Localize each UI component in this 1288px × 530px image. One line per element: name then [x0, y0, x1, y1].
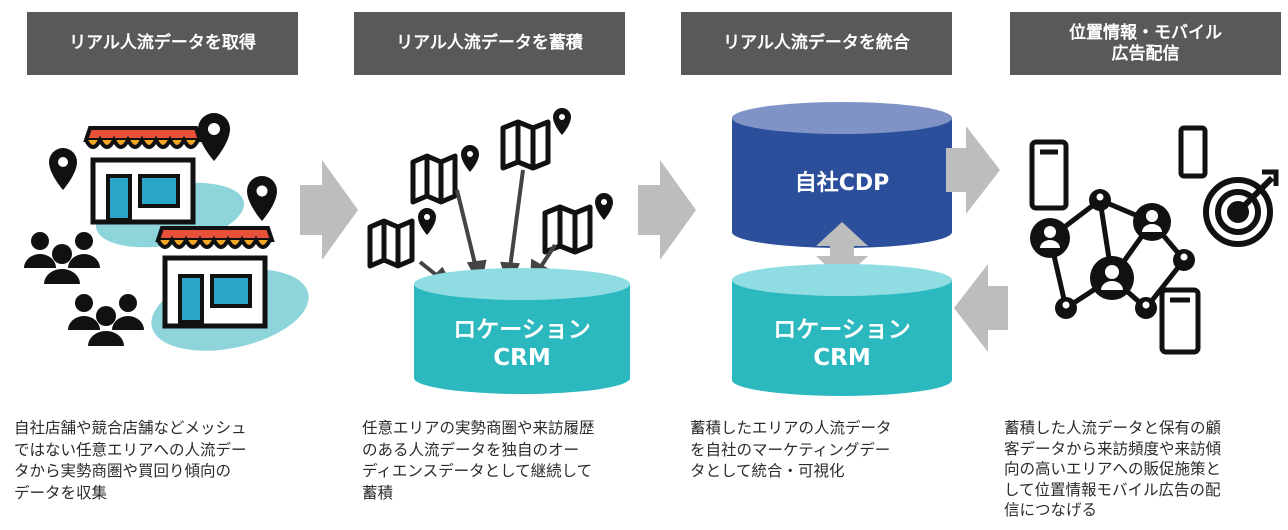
- arrow-right-icon: [638, 160, 696, 260]
- step2-description: 任意エリアの実勢商圏や来訪履歴 のある人流データを独自のオー ディエンスデータと…: [362, 419, 595, 502]
- arrow-right-icon: [300, 160, 358, 260]
- folded-map-icon: [410, 153, 458, 205]
- crm-cylinder-label: ロケーション CRM: [773, 317, 911, 371]
- database-cylinder-icon: [732, 102, 952, 248]
- folded-map-icon: [542, 204, 593, 255]
- cdp-cylinder-label: 自社CDP: [794, 171, 890, 196]
- map-pin-icon: [553, 108, 571, 135]
- database-cylinder-icon: [414, 268, 630, 394]
- network-people-icon: [1030, 189, 1195, 319]
- map-pin-icon: [247, 176, 277, 221]
- step2-header: リアル人流データを蓄積: [354, 12, 625, 75]
- step2-illustration: [367, 108, 630, 394]
- people-group-icon: [68, 294, 144, 346]
- smartphone-icon: [1029, 139, 1069, 211]
- step4-header: 位置情報・モバイル 広告配信: [1010, 12, 1281, 75]
- target-icon: [1203, 169, 1279, 247]
- map-pin-icon: [595, 193, 613, 220]
- map-pin-icon: [49, 148, 77, 190]
- shop-icon: [155, 226, 275, 329]
- smartphone-icon: [1178, 125, 1208, 179]
- crm-cylinder-label: ロケーション CRM: [453, 317, 591, 371]
- step1-description: 自社店舗や競合店舗などメッシュ ではない任意エリアへの人流デー タから実勢商圏や…: [14, 419, 247, 502]
- arrow-left-icon: [954, 264, 1008, 352]
- step3-header: リアル人流データを統合: [681, 12, 952, 75]
- arrow-right-icon: [946, 126, 1000, 214]
- smartphone-icon: [1159, 287, 1201, 355]
- map-pin-icon: [418, 208, 436, 235]
- shop-icon: [83, 126, 203, 225]
- people-group-icon: [24, 232, 100, 284]
- database-cylinder-icon: [732, 264, 952, 396]
- folded-map-icon: [367, 218, 415, 269]
- step1-header: リアル人流データを取得: [27, 12, 298, 75]
- folded-map-icon: [500, 119, 551, 171]
- step4-description: 蓄積した人流データと保有の顧 客データから来訪頻度や来訪傾 向の高いエリアへの販…: [1004, 419, 1222, 519]
- map-pin-icon: [461, 145, 479, 172]
- step3-description: 蓄積したエリアの人流データ を自社のマーケティングデー タとして統合・可視化: [690, 419, 892, 480]
- step4-illustration: [1029, 125, 1279, 355]
- step1-illustration: [24, 113, 309, 351]
- step3-illustration: [732, 102, 952, 396]
- map-pin-icon: [198, 113, 230, 161]
